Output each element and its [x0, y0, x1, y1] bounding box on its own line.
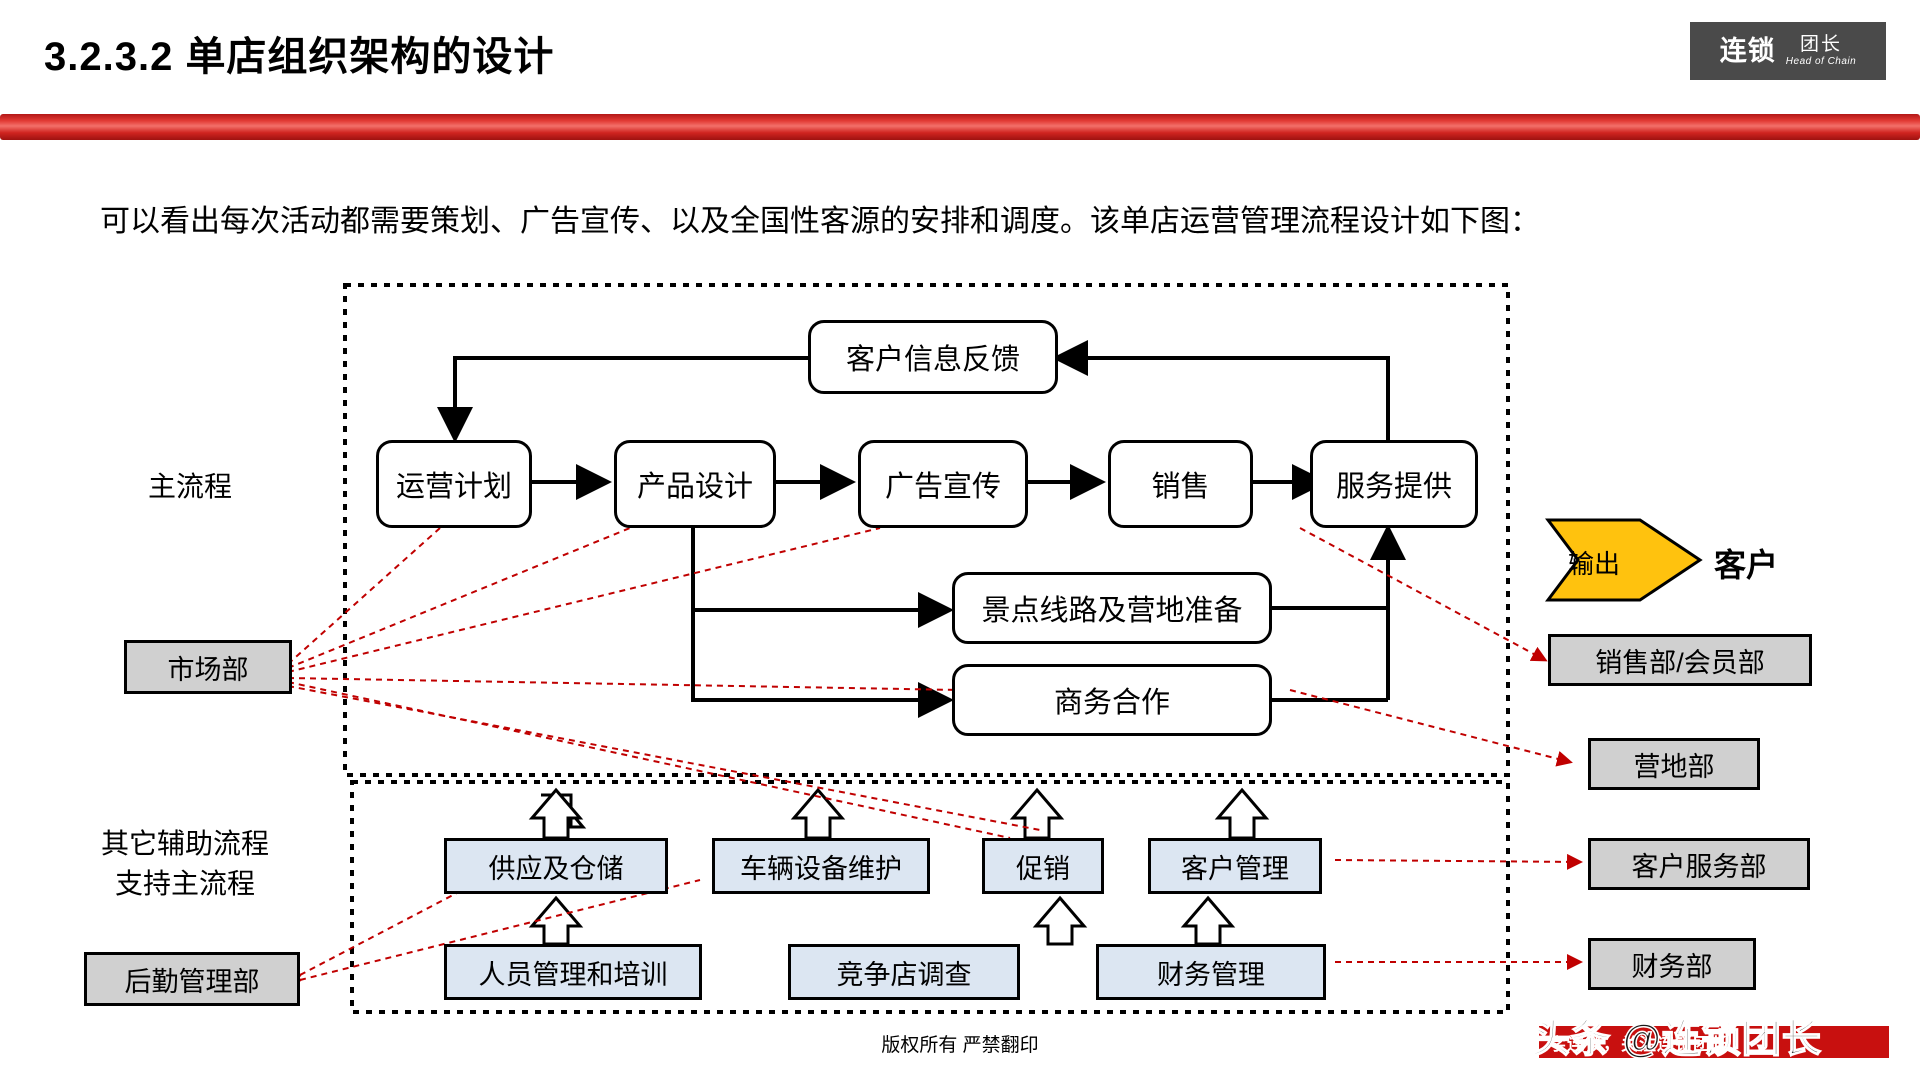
output-target-label: 客户	[1714, 547, 1779, 583]
logo-english-text: Head of Chain	[1785, 56, 1857, 67]
node-support-bottom-2[interactable]: 财务管理	[1096, 944, 1326, 1000]
node-main-flow-2[interactable]: 广告宣传	[858, 440, 1028, 528]
header-rule-bar	[0, 114, 1920, 140]
label-main-process: 主流程	[148, 471, 233, 502]
node-main-flow-0[interactable]: 运营计划	[376, 440, 532, 528]
node-support-top-1[interactable]: 车辆设备维护	[712, 838, 930, 894]
page-title: 3.2.3.2 单店组织架构的设计	[44, 35, 555, 79]
node-customer-feedback[interactable]: 客户信息反馈	[808, 320, 1058, 394]
logo-right-group: 团长 Head of Chain	[1786, 35, 1856, 67]
brand-logo: 连锁 团长 Head of Chain	[1690, 22, 1886, 80]
watermark-banner	[1539, 1026, 1889, 1058]
logo-main-text: 连锁	[1719, 35, 1776, 66]
node-support-top-3[interactable]: 客户管理	[1148, 838, 1322, 894]
node-main-flow-3[interactable]: 销售	[1108, 440, 1253, 528]
watermark: 字连锁，关注连锁团长 头条 @连锁团长	[1525, 1004, 1915, 1066]
dept-right-3[interactable]: 财务部	[1588, 938, 1756, 990]
node-main-flow-1[interactable]: 产品设计	[614, 440, 776, 528]
dept-right-2[interactable]: 客户服务部	[1588, 838, 1810, 890]
node-sub-flow-0[interactable]: 景点线路及营地准备	[952, 572, 1272, 644]
label-support-line1: 其它辅助流程	[100, 828, 269, 859]
node-main-flow-4[interactable]: 服务提供	[1310, 440, 1478, 528]
dept-left-0[interactable]: 市场部	[124, 640, 292, 694]
dept-left-1[interactable]: 后勤管理部	[84, 952, 300, 1006]
footer-copyright: 版权所有 严禁翻印	[881, 1035, 1039, 1056]
label-support-line2: 支持主流程	[114, 868, 255, 899]
lead-paragraph: 可以看出每次活动都需要策划、广告宣传、以及全国性客源的安排和调度。该单店运营管理…	[100, 205, 1540, 238]
node-support-bottom-0[interactable]: 人员管理和培训	[444, 944, 702, 1000]
header-divider	[0, 108, 1920, 142]
node-sub-flow-1[interactable]: 商务合作	[952, 664, 1272, 736]
node-support-top-0[interactable]: 供应及仓储	[444, 838, 668, 894]
watermark-banner-text: 字连锁，关注连锁团长	[1549, 1035, 1729, 1054]
logo-sub-text: 团长	[1799, 34, 1842, 55]
dept-right-0[interactable]: 销售部/会员部	[1548, 634, 1812, 686]
node-support-top-2[interactable]: 促销	[982, 838, 1104, 894]
dept-right-1[interactable]: 营地部	[1588, 738, 1760, 790]
output-arrow-label: 输出	[1568, 549, 1621, 579]
watermark-main-text: 头条 @连锁团长	[1530, 1017, 1822, 1062]
node-support-bottom-1[interactable]: 竞争店调查	[788, 944, 1020, 1000]
